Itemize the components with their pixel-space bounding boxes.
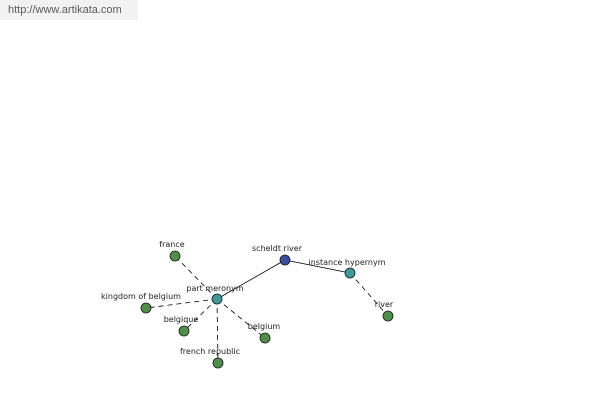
watermark-banner: http://www.artikata.com xyxy=(0,0,138,20)
edge-scheldt-to-instance-hypernym xyxy=(284,259,351,274)
node-label-belgium[interactable]: belgium xyxy=(248,322,281,331)
edge-part-meronym-to-kingdom-of-belgium xyxy=(145,298,218,309)
edge-part-meronym-to-belgium xyxy=(216,298,266,339)
graph-edges xyxy=(145,255,389,364)
node-instance-hypernym[interactable] xyxy=(344,267,356,279)
node-france[interactable] xyxy=(169,250,181,262)
graph-labels: scheldt river part meronym instance hypern… xyxy=(101,240,394,356)
node-label-river[interactable]: river xyxy=(375,300,394,309)
node-river[interactable] xyxy=(382,310,394,322)
edge-part-meronym-to-french-republic xyxy=(216,298,219,364)
node-label-belgique[interactable]: belgique xyxy=(164,315,199,324)
node-part-meronym[interactable] xyxy=(211,293,223,305)
node-scheldt[interactable] xyxy=(279,254,291,266)
edge-part-meronym-to-france xyxy=(174,255,218,300)
edge-scheldt-to-part-meronym xyxy=(216,259,286,300)
node-label-france[interactable]: france xyxy=(159,240,184,249)
node-label-scheldt[interactable]: scheldt river xyxy=(252,244,303,253)
graph-nodes xyxy=(140,250,394,369)
edge-part-meronym-to-belgique xyxy=(183,298,218,332)
node-kingdom-of-belgium[interactable] xyxy=(140,302,152,314)
watermark-text: http://www.artikata.com xyxy=(8,4,122,16)
node-label-instance-hypernym[interactable]: instance hypernym xyxy=(309,258,386,267)
node-label-french-republic[interactable]: french republic xyxy=(180,347,240,356)
node-label-part-meronym[interactable]: part meronym xyxy=(186,284,243,293)
node-belgique[interactable] xyxy=(178,325,190,337)
node-belgium[interactable] xyxy=(259,332,271,344)
edge-instance-hypernym-to-river xyxy=(349,272,389,317)
node-label-kingdom-of-belgium[interactable]: kingdom of belgium xyxy=(101,292,181,301)
node-french-republic[interactable] xyxy=(212,357,224,369)
